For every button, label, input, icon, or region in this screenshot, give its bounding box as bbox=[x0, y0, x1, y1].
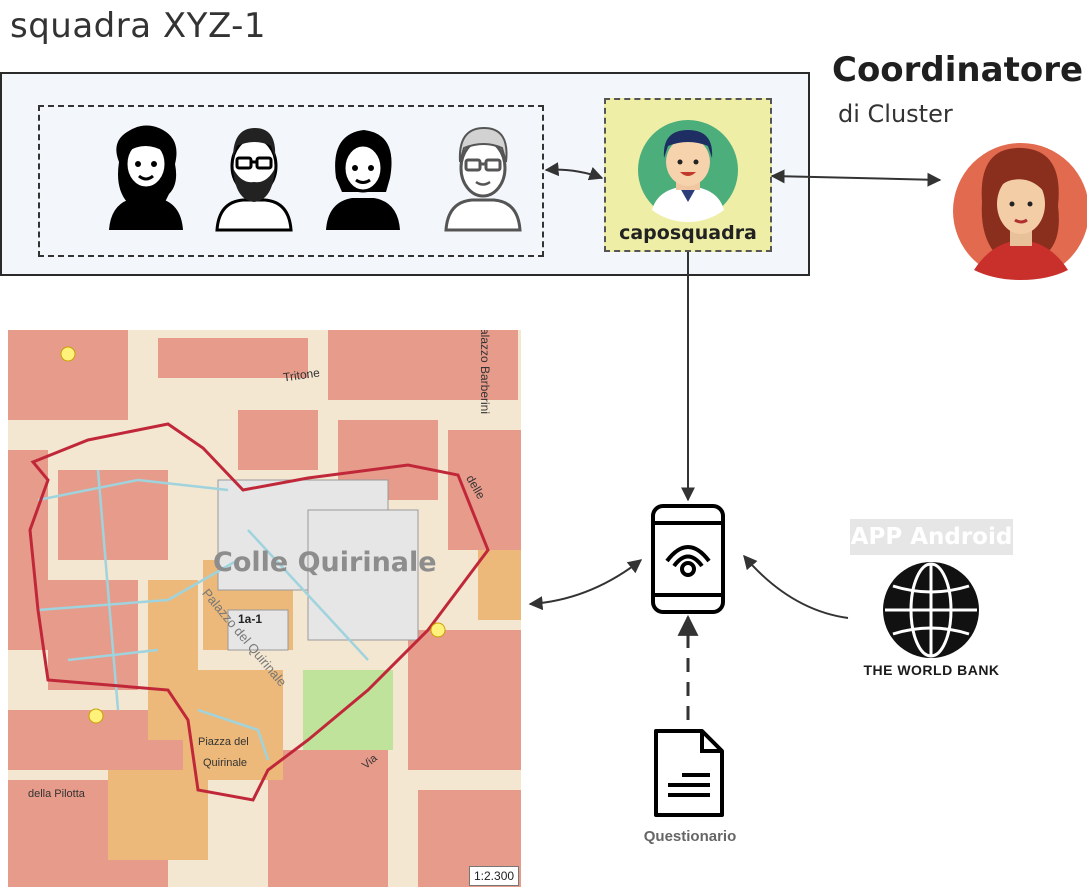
team-leader-label: caposquadra bbox=[619, 222, 757, 244]
map-area: Tritone Palazzo Barberini delle Colle Qu… bbox=[8, 330, 521, 887]
bearded-male-avatar-icon bbox=[215, 128, 293, 232]
map-palazzo-barberini-label: Palazzo Barberini bbox=[478, 330, 493, 415]
map-quirinale-label: Quirinale bbox=[203, 757, 248, 769]
female-curly-avatar-icon bbox=[109, 125, 183, 230]
app-android-label: APP Android bbox=[850, 519, 1013, 555]
questionnaire-document-icon bbox=[654, 729, 724, 817]
map-scale: 1:2.300 bbox=[469, 866, 520, 886]
questionnaire-label: Questionario bbox=[643, 828, 737, 845]
app-phone-connector bbox=[743, 554, 849, 619]
map-title: Colle Quirinale bbox=[213, 547, 437, 578]
world-bank-label: THE WORLD BANK bbox=[863, 662, 1000, 678]
coordinator-avatar-icon bbox=[953, 143, 1087, 280]
male-glasses-avatar-icon bbox=[444, 126, 522, 232]
map-zone-label: 1a-1 bbox=[238, 612, 263, 626]
female-bob-avatar-icon bbox=[326, 130, 400, 230]
smartphone-icon bbox=[651, 504, 725, 614]
map-pilotta-label: della Pilotta bbox=[28, 788, 85, 800]
team-leader-avatar-icon bbox=[638, 120, 738, 222]
coordinator-subtitle: di Cluster bbox=[838, 100, 953, 128]
map-background-graphic bbox=[8, 330, 521, 887]
coordinator-title: Coordinatore bbox=[832, 50, 1084, 90]
team-title: squadra XYZ-1 bbox=[10, 6, 267, 46]
phone-map-connector bbox=[528, 559, 643, 611]
globe-icon bbox=[883, 562, 979, 658]
map-piazza-label: Piazza del bbox=[198, 736, 249, 748]
team-members-group bbox=[38, 105, 544, 257]
